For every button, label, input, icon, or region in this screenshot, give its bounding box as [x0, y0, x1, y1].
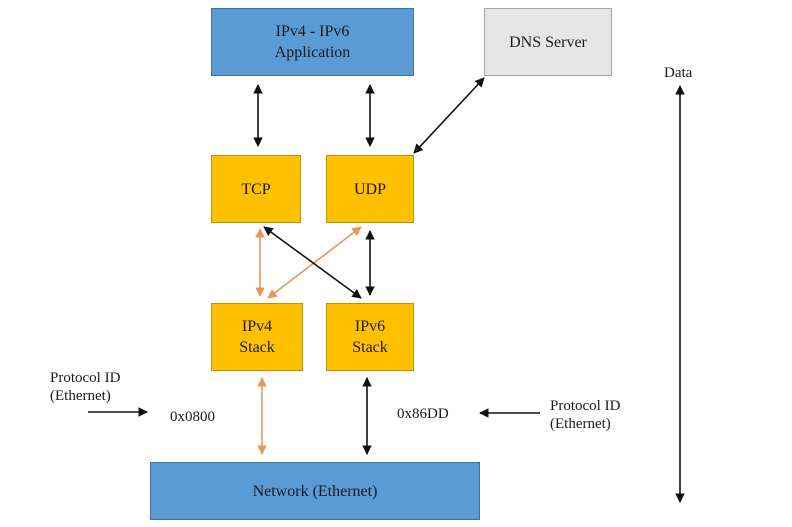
ipv4-stack-line2: Stack	[239, 339, 275, 356]
ipv6-stack-box: IPv6 Stack	[326, 303, 414, 371]
ipv6-stack-line1: IPv6	[354, 318, 386, 335]
dns-server-box: DNS Server	[484, 8, 612, 76]
tcp-box: TCP	[211, 155, 301, 223]
udp-label: UDP	[353, 180, 386, 198]
application-line1: IPv4 - IPv6	[275, 23, 350, 40]
protocol-id-left-line1: Protocol ID	[50, 370, 121, 386]
ipv6-stack-line2: Stack	[352, 339, 388, 356]
protocol-id-left-line2: (Ethernet)	[50, 388, 111, 404]
dns-server-label: DNS Server	[509, 33, 587, 51]
ethertype-ipv6-label: 0x86DD	[397, 406, 449, 422]
arrow-tcp-ipv6	[263, 226, 362, 299]
application-line2: Application	[274, 44, 351, 61]
protocol-id-right-line1: Protocol ID	[550, 398, 621, 414]
protocol-id-left-label: Protocol ID (Ethernet)	[50, 369, 120, 405]
network-label: Network (Ethernet)	[252, 482, 378, 500]
tcp-label: TCP	[241, 180, 271, 198]
ethertype-ipv4-label: 0x0800	[170, 409, 215, 425]
ipv4-stack-line1: IPv4	[241, 318, 273, 335]
network-box: Network (Ethernet)	[150, 462, 480, 520]
udp-box: UDP	[326, 155, 414, 223]
protocol-id-right-label: Protocol ID (Ethernet)	[550, 397, 620, 433]
arrow-dns-udp	[413, 77, 485, 154]
protocol-id-right-line2: (Ethernet)	[550, 416, 611, 432]
application-box: IPv4 - IPv6 Application	[211, 8, 414, 76]
data-label: Data	[664, 65, 693, 81]
ipv4-stack-box: IPv4 Stack	[211, 303, 303, 371]
